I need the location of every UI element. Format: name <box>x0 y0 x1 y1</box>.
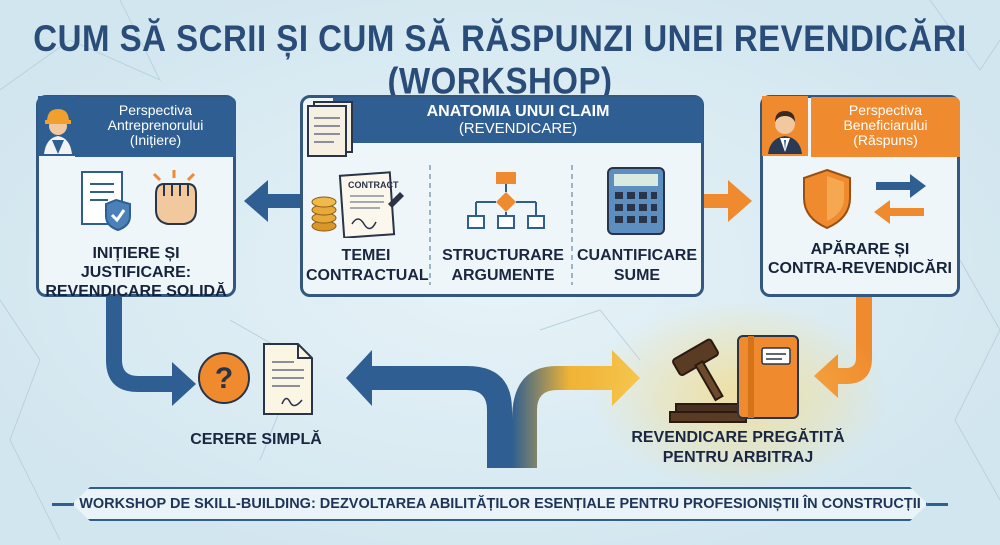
simple-claim-label: CERERE SIMPLĂ <box>190 431 322 448</box>
left-label-line1: INIȚIERE ȘI JUSTIFICARE: <box>80 245 192 281</box>
center-header-line2: (REVENDICARE) <box>458 120 578 137</box>
left-label-line2: REVENDICARE SOLIDĂ <box>45 283 227 300</box>
right-label-line2: CONTRA-REVENDICĂRI <box>768 260 952 277</box>
right-panel-header: Perspectiva Beneficiarului (Răspuns) <box>811 97 960 157</box>
right-label-line1: APĂRARE ȘI <box>810 241 910 258</box>
step-1-line1: TEMEI <box>341 247 391 264</box>
worker-avatar-icon <box>38 96 78 156</box>
right-header-line2: Beneficiarului <box>843 117 928 133</box>
svg-text:?: ? <box>215 362 233 395</box>
right-panel-label: APĂRARE ȘI CONTRA-REVENDICĂRI <box>763 240 957 278</box>
center-header-line1: ANATOMIA UNUI CLAIM <box>426 103 610 120</box>
right-header-line3: (Răspuns) <box>853 132 918 148</box>
center-panel-header: ANATOMIA UNUI CLAIM (REVENDICARE) <box>333 97 703 143</box>
footer-text: WORKSHOP DE SKILL-BUILDING: DEZVOLTAREA … <box>79 496 921 512</box>
step-3-line1: CUANTIFICARE <box>577 247 697 264</box>
document-shield-icon <box>81 171 131 232</box>
paper-icon <box>263 343 313 415</box>
documents-stack-icon <box>307 101 353 157</box>
arbitration-line1: REVENDICARE PREGĂTITĂ <box>631 429 845 446</box>
step-label-quantify: CUANTIFICARE SUME <box>574 246 700 286</box>
arrow-left-down <box>106 296 196 406</box>
page-title: CUM SĂ SCRII ȘI CUM SĂ RĂSPUNZI UNEI REV… <box>33 17 967 102</box>
step-2-line2: ARGUMENTE <box>451 267 555 284</box>
binder-icon <box>737 335 799 419</box>
step-label-contractual: TEMEI CONTRACTUAL <box>306 246 429 286</box>
businessman-avatar-icon <box>762 96 808 156</box>
calculator-icon <box>607 167 665 235</box>
question-icon: ? <box>198 352 250 404</box>
arbitration-line2: PENTRU ARBITRAJ <box>662 449 814 466</box>
gavel-icon <box>669 338 747 423</box>
step-3-line2: SUME <box>613 267 661 284</box>
left-panel-label: INIȚIERE ȘI JUSTIFICARE: REVENDICARE SOL… <box>39 244 233 301</box>
contract-icon: CONTRACT <box>311 171 404 238</box>
step-label-structure: STRUCTURARE ARGUMENTE <box>436 246 570 286</box>
fist-icon <box>152 170 197 225</box>
flowchart-icon <box>467 172 545 229</box>
left-header-line1: Perspectiva <box>118 102 193 118</box>
footer-banner: WORKSHOP DE SKILL-BUILDING: DEZVOLTAREA … <box>72 487 928 521</box>
arbitration-label: REVENDICARE PREGĂTITĂ PENTRU ARBITRAJ <box>620 428 856 468</box>
arrow-to-left-panel <box>244 180 300 222</box>
left-header-line3: (Inițiere) <box>129 132 182 148</box>
exchange-arrows-icon <box>874 174 926 224</box>
step-2-line1: STRUCTURARE <box>442 247 564 264</box>
right-header-line1: Perspectiva <box>848 102 923 118</box>
left-header-line2: Antreprenorului <box>107 117 204 133</box>
contract-text: CONTRACT <box>348 180 399 190</box>
right-panel: Perspectiva Beneficiarului (Răspuns) APĂ… <box>760 95 960 297</box>
step-1-line2: CONTRACTUAL <box>306 267 429 284</box>
arrow-to-right-panel <box>704 180 752 222</box>
split-arrow <box>346 350 512 468</box>
left-panel-header: Perspectiva Antreprenorului (Inițiere) <box>75 97 236 157</box>
shield-icon <box>803 168 851 230</box>
center-dividers <box>429 165 573 285</box>
